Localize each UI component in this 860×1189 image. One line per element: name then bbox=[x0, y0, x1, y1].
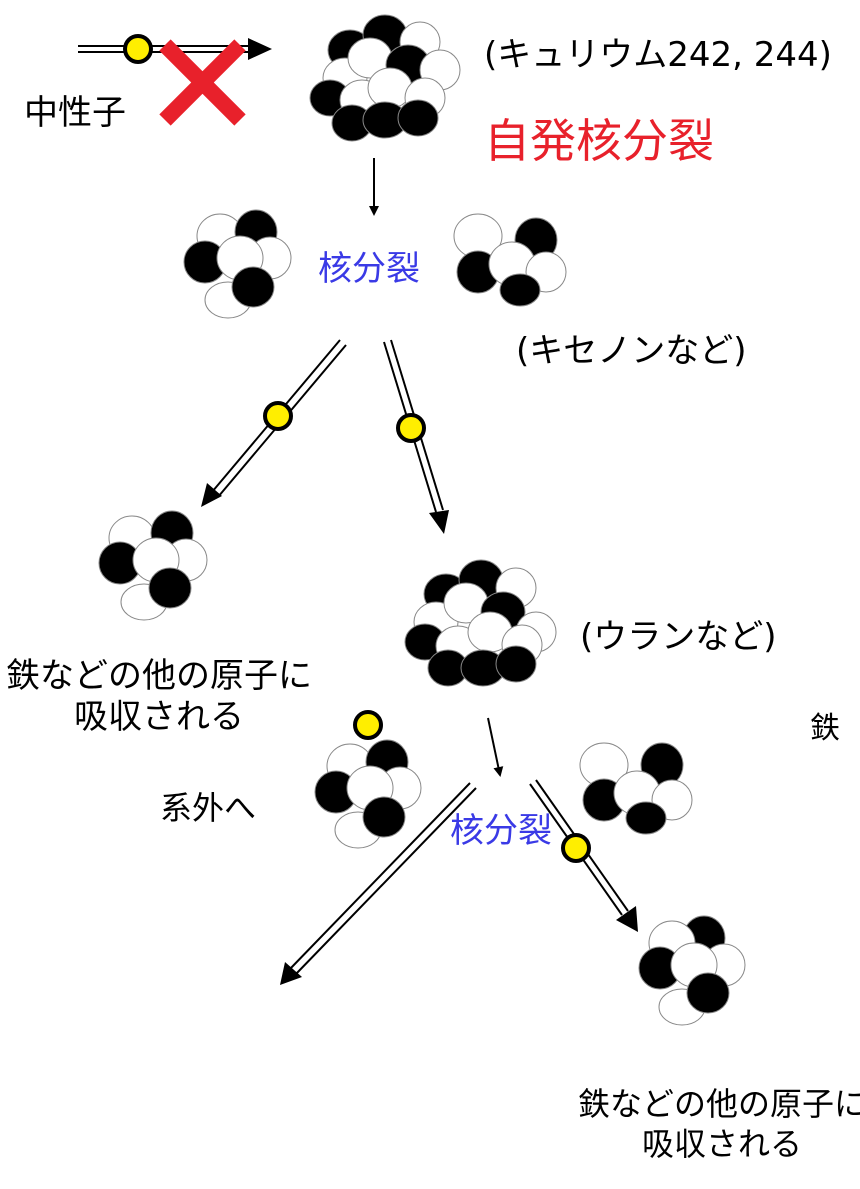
spontaneous-fission-label: 自発核分裂 bbox=[484, 114, 714, 168]
absorbed-label-2-line2: 吸収される bbox=[642, 1125, 803, 1163]
absorbed-fragment-1 bbox=[98, 510, 208, 621]
neutron-icon bbox=[353, 710, 383, 740]
incoming-neutron-arrow bbox=[78, 34, 272, 64]
fragment-left-1 bbox=[183, 209, 292, 319]
blocked-cross-icon bbox=[159, 39, 246, 126]
neutron-path-left-1 bbox=[201, 339, 347, 507]
uranium-nucleus bbox=[404, 559, 557, 687]
iron-partial-label: 鉄 bbox=[810, 711, 840, 746]
neutron-path-right-1 bbox=[383, 339, 449, 534]
fragment-left-2 bbox=[314, 739, 422, 849]
neutron-icon bbox=[263, 401, 293, 431]
fission-label-2: 核分裂 bbox=[450, 811, 552, 851]
absorbed-label-2: 鉄などの他の原子に 吸収される bbox=[578, 1084, 860, 1164]
absorbed-label-1-line2: 吸収される bbox=[74, 696, 244, 737]
absorbed-fragment-2 bbox=[638, 915, 746, 1026]
escape-label: 系外へ bbox=[160, 789, 257, 827]
uranium-label: (ウランなど) bbox=[580, 617, 777, 657]
neutron-path-right-2 bbox=[529, 779, 638, 932]
neutron-label: 中性子 bbox=[24, 93, 126, 133]
neutron-icon bbox=[123, 34, 153, 64]
absorbed-label-1: 鉄などの他の原子に 吸収される bbox=[6, 656, 312, 738]
curium-label: (キュリウム242, 244) bbox=[484, 35, 832, 75]
decay-arrow-2 bbox=[487, 717, 504, 777]
fragment-right-1 bbox=[453, 213, 567, 307]
neutron-icon bbox=[396, 413, 426, 443]
xenon-label: (キセノンなど) bbox=[516, 331, 747, 371]
neutron-path-left-2 bbox=[280, 710, 477, 985]
fission-label-1: 核分裂 bbox=[318, 249, 420, 289]
curium-nucleus bbox=[309, 14, 461, 142]
neutron-icon bbox=[561, 833, 591, 863]
fragment-right-2 bbox=[579, 742, 693, 835]
absorbed-label-2-line1: 鉄などの他の原子に bbox=[578, 1085, 860, 1123]
absorbed-label-1-line1: 鉄などの他の原子に bbox=[6, 656, 312, 696]
